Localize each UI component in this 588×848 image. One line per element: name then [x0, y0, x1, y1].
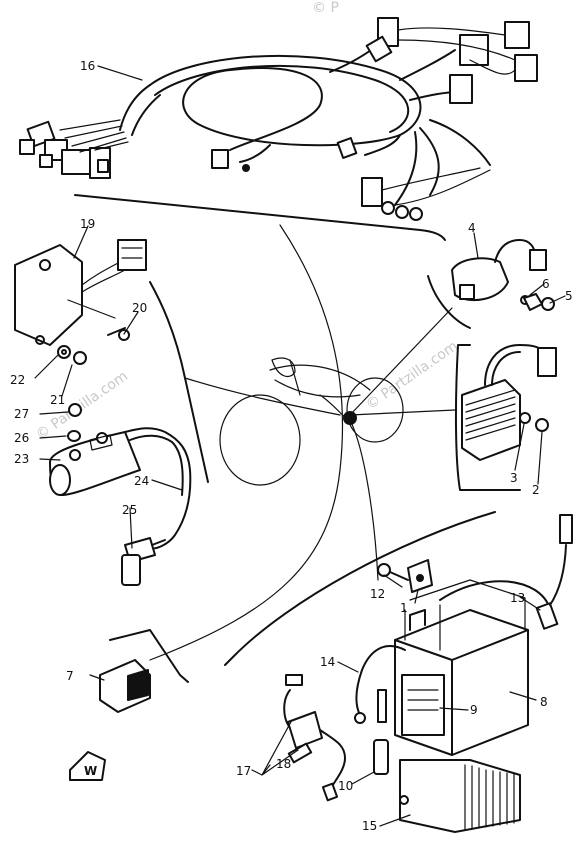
callout-18: 18 — [276, 757, 291, 771]
harness-left-connectors — [19, 119, 129, 179]
harness-bracket — [74, 194, 446, 241]
battery-cover — [399, 759, 521, 833]
guide-lines — [149, 224, 456, 661]
callout-10: 10 — [338, 779, 353, 793]
callout-25: 25 — [122, 503, 137, 517]
plug-cap — [121, 537, 166, 586]
callout-6: 6 — [542, 277, 550, 291]
callout-26: 26 — [14, 431, 29, 445]
fuse-holder — [283, 674, 346, 802]
harness-right-connectors — [211, 137, 491, 221]
callout-labels: 16 19 20 22 21 27 26 23 24 25 7 4 6 5 3 … — [10, 59, 573, 833]
callout-12: 12 — [370, 587, 385, 601]
callout-3: 3 — [510, 471, 518, 485]
callout-27: 27 — [14, 407, 29, 421]
starter-relay — [451, 239, 547, 305]
ignition-bracket — [149, 281, 209, 483]
rectifier — [461, 344, 557, 461]
harness-top-right-connectors — [365, 17, 538, 104]
bolt-washer-2-3 — [519, 412, 549, 432]
watermark-left: © Partzilla.com — [33, 368, 131, 443]
central-unit-mark — [343, 411, 357, 425]
callout-14: 14 — [320, 655, 335, 669]
screw-20 — [107, 327, 130, 341]
starter-relay-bracket — [427, 275, 471, 329]
callout-4: 4 — [468, 221, 476, 235]
front-arrow-mark: W — [69, 751, 106, 781]
callout-7: 7 — [66, 669, 74, 683]
callout-8: 8 — [540, 695, 548, 709]
callout-15: 15 — [362, 819, 377, 833]
callout-2: 2 — [532, 483, 540, 497]
flasher-relay — [99, 629, 189, 713]
callout-16: 16 — [80, 59, 95, 73]
callout-17: 17 — [236, 764, 251, 778]
bolt-washer-21-22 — [57, 345, 87, 365]
callout-13: 13 — [510, 591, 525, 605]
battery-cable-14 — [354, 645, 406, 724]
callout-1: 1 — [400, 601, 408, 615]
callout-21: 21 — [50, 393, 65, 407]
battery-bracket — [377, 559, 433, 593]
callout-9: 9 — [470, 703, 478, 717]
callout-5: 5 — [565, 289, 573, 303]
callout-20: 20 — [132, 301, 147, 315]
nut-washer-5-6 — [523, 293, 555, 311]
callout-23: 23 — [14, 452, 29, 466]
rectifier-bracket — [454, 344, 521, 491]
callout-19: 19 — [80, 217, 95, 231]
wire-harness — [119, 29, 491, 206]
callout-22: 22 — [10, 373, 25, 387]
breather-tube — [373, 689, 389, 775]
svg-text:W: W — [84, 764, 97, 778]
leader-lines — [34, 65, 566, 827]
battery-area-bracket — [224, 511, 496, 666]
motorcycle-silhouette — [219, 357, 404, 486]
ignition-unit — [14, 239, 147, 346]
watermark-top: © P — [312, 0, 339, 16]
ignition-coil — [49, 403, 192, 550]
battery — [394, 579, 529, 756]
callout-24: 24 — [134, 474, 149, 488]
battery-cable-13 — [439, 514, 573, 630]
